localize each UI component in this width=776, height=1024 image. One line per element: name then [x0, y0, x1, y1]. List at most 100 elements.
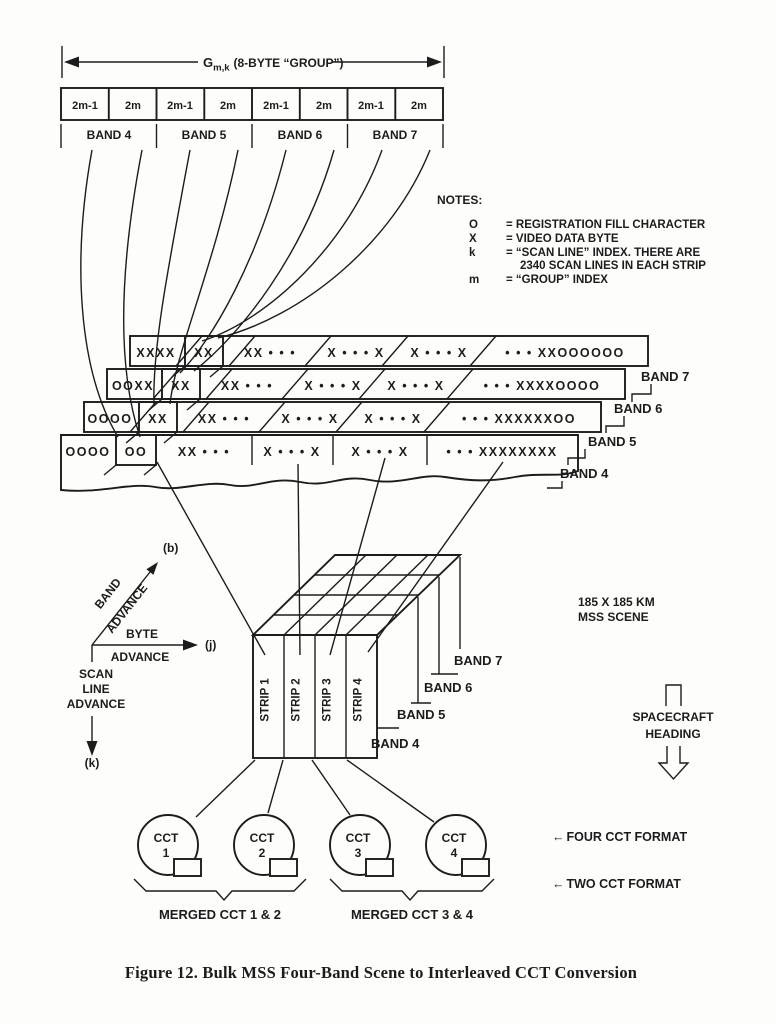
- notes-symbol: k: [469, 247, 476, 259]
- row-segment: OO: [125, 445, 147, 459]
- byte-advance-label1: BYTE: [126, 627, 158, 641]
- cct-1: CCT 1: [137, 814, 202, 877]
- scene-size-label: 185 X 185 KM MSS SCENE: [578, 595, 655, 624]
- left-arrow-icon: ←: [552, 877, 565, 891]
- notes-symbol: X: [469, 233, 477, 245]
- band6-row: OOXX XX XX • • • X • • • X X • • • X • •…: [106, 368, 662, 433]
- band-advance-axis: [91, 571, 151, 646]
- band4-row: OOOO OO XX • • • X • • • X X • • • X • •…: [60, 434, 609, 492]
- notes-block: NOTES: O = REGISTRATION FILL CHARACTER X…: [437, 193, 706, 286]
- row-segment: X • • • X: [304, 379, 361, 393]
- axis-b-label: (b): [163, 541, 178, 555]
- band5-row: OOOO XX XX • • • X • • • X X • • • X • •…: [83, 401, 636, 465]
- notes-title: NOTES:: [437, 193, 482, 207]
- cct-label: CCT: [346, 831, 371, 845]
- spacecraft-heading: SPACECRAFT HEADING: [632, 684, 714, 781]
- group-span: Gm,k(8-BYTE “GROUP”): [61, 46, 445, 78]
- scene-size-line2: MSS SCENE: [578, 610, 649, 624]
- strip-label: STRIP 3: [322, 678, 334, 721]
- spacecraft-label2: HEADING: [645, 727, 700, 741]
- spacecraft-label1: SPACECRAFT: [632, 710, 714, 724]
- row-segment: X • • • X: [281, 412, 338, 426]
- scan-advance-label1: SCAN: [79, 667, 113, 681]
- left-arrow-icon: ←: [552, 830, 565, 844]
- format-label-text: TWO CCT FORMAT: [567, 877, 682, 891]
- row-band-label: BAND 5: [588, 434, 636, 449]
- strip-label: STRIP 2: [291, 678, 303, 721]
- row-segment: X • • • X: [351, 445, 408, 459]
- cube-band-label: BAND 6: [424, 680, 472, 695]
- figure-caption: Figure 12. Bulk MSS Four-Band Scene to I…: [125, 963, 637, 982]
- band7-label-hook: [631, 384, 652, 402]
- row-segment: OOOO: [66, 445, 111, 459]
- cct-label: CCT: [442, 831, 467, 845]
- band4-row-outline-torn: [60, 434, 579, 492]
- top-band-label: BAND 4: [87, 128, 132, 142]
- cube-top-face-depth-lines: [273, 574, 439, 616]
- cube-band5-leader: [411, 597, 431, 704]
- band5-prism-stubs: [125, 431, 178, 444]
- byte-cell-label: 2m: [125, 100, 141, 112]
- row-segment: X • • • X: [327, 346, 384, 360]
- cct-number: 3: [355, 846, 362, 860]
- notes-definition: = “GROUP” INDEX: [506, 274, 608, 286]
- scan-advance-label3: ADVANCE: [67, 697, 125, 711]
- row-segment: XX: [148, 412, 168, 426]
- row-segment: XXXX: [136, 346, 175, 360]
- scan-advance-label2: LINE: [82, 682, 109, 696]
- format-label-text: FOUR CCT FORMAT: [567, 830, 688, 844]
- scan-line-arrowhead-icon: [86, 741, 98, 756]
- byte-cell-label: 2m: [220, 100, 236, 112]
- band4-prism-stubs: [103, 464, 157, 476]
- two-cct-format-label: ←TWO CCT FORMAT: [552, 877, 681, 891]
- row-segment: • • • XXXXXXOO: [462, 412, 576, 426]
- byte-cell-label: 2m: [316, 100, 332, 112]
- cct-label: CCT: [154, 831, 179, 845]
- band6-prism-stubs: [148, 398, 201, 411]
- cube-to-cct-lines: [195, 759, 435, 823]
- merged-brace-1-icon: [133, 878, 307, 902]
- band5-separators: [129, 401, 451, 433]
- top-band-label: BAND 7: [373, 128, 418, 142]
- byte-cell-label: 2m-1: [263, 100, 289, 112]
- band5-row-outline: [83, 401, 602, 433]
- notes-symbol: O: [469, 219, 478, 231]
- cube-band-label: BAND 7: [454, 653, 502, 668]
- band6-row-outline: [106, 368, 626, 400]
- four-cct-format-label: ←FOUR CCT FORMAT: [552, 830, 687, 844]
- row-segment: X • • • X: [364, 412, 421, 426]
- row-segment: OOOO: [88, 412, 133, 426]
- cube-strip-dividers: [283, 635, 347, 758]
- merged-brace-2-icon: [329, 878, 495, 902]
- group-arrowhead-right-icon: [427, 56, 442, 68]
- band4-group-cell: [115, 434, 157, 466]
- byte-cell-label: 2m-1: [167, 100, 193, 112]
- byte-to-row-fan-curves: [80, 149, 431, 438]
- top-band-labels: BAND 4 BAND 5 BAND 6 BAND 7: [60, 124, 444, 148]
- scene-cube: STRIP 1 STRIP 2 STRIP 3 STRIP 4 BAND 7 B…: [250, 554, 502, 759]
- group-label-rest: (8-BYTE “GROUP”): [234, 56, 344, 70]
- band6-group-cell: [161, 368, 201, 400]
- row-segment: XX • • •: [221, 379, 273, 393]
- spacecraft-arrow-tail-icon: [665, 684, 682, 706]
- cube-band-label: BAND 5: [397, 707, 445, 722]
- strip-label: STRIP 1: [260, 678, 272, 722]
- row-segment: XX: [171, 379, 191, 393]
- row-band-label: BAND 6: [614, 401, 662, 416]
- byte-cell-label: 2m-1: [72, 100, 98, 112]
- cct-reel-tab-icon: [365, 858, 394, 877]
- band6-label-hook: [605, 416, 625, 433]
- byte-cells-grid: [107, 88, 397, 120]
- cct-4: CCT 4: [425, 814, 490, 877]
- group-arrowhead-left-icon: [64, 56, 79, 68]
- band4-label-hook: [547, 481, 563, 489]
- group-span-ticks: [61, 46, 445, 78]
- byte-advance-label2: ADVANCE: [111, 650, 169, 664]
- merged-cct-34-label: MERGED CCT 3 & 4: [351, 907, 474, 922]
- notes-definition-cont: 2340 SCAN LINES IN EACH STRIP: [520, 260, 706, 272]
- row-band-label: BAND 7: [641, 369, 689, 384]
- merged-cct-12-label: MERGED CCT 1 & 2: [159, 907, 281, 922]
- axis-j-label: (j): [205, 638, 216, 652]
